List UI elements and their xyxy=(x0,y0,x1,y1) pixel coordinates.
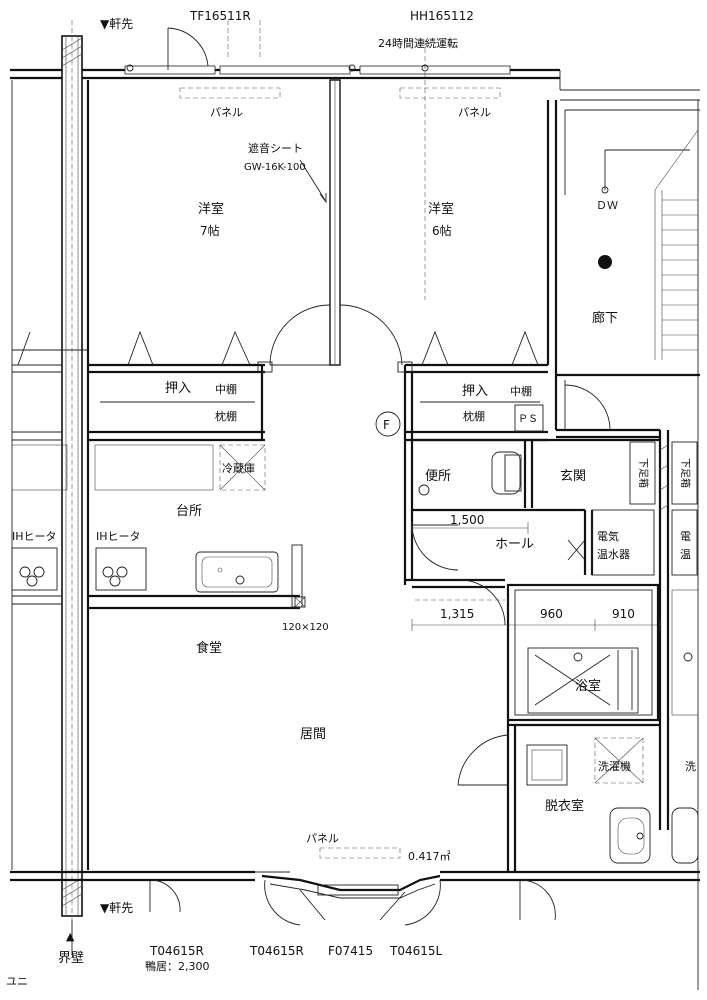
soundproof-sheet-label: 遮音シート xyxy=(248,141,303,155)
f-mark-label: F xyxy=(383,418,390,432)
western-room-2-label: 洋室 xyxy=(428,201,454,217)
toilet-label: 便所 xyxy=(425,469,451,484)
bedroom-doors xyxy=(257,304,413,373)
corridor-label: 廊下 xyxy=(592,310,618,326)
dining-label: 食堂 xyxy=(196,640,222,656)
bedroom-partition xyxy=(329,79,558,430)
washer-label: 洗濯機 xyxy=(598,759,631,773)
dimension-910: 910 xyxy=(612,607,635,621)
hall-label: ホール xyxy=(495,537,534,552)
closet-1-label: 押入 xyxy=(165,381,191,396)
lintel-height-label: 鴨居：2,300 xyxy=(145,959,210,973)
window-code-bottom-3: F07415 xyxy=(328,944,373,958)
window-code-bottom-2: T04615R xyxy=(249,944,304,958)
bathroom-label: 浴室 xyxy=(575,678,601,694)
area-label: 0.417㎡ xyxy=(408,850,451,863)
water-heater-label-1: 電気 xyxy=(597,529,619,543)
closet-1-pillow-shelf: 枕棚 xyxy=(215,409,237,423)
ih-heater-2-label: IHヒータ xyxy=(96,530,141,543)
ventilation-label: 24時間連続運転 xyxy=(378,36,458,50)
downlight-icon xyxy=(598,255,612,269)
dw-label: ＤＷ xyxy=(596,199,618,212)
window-code-top-left: TF16511R xyxy=(189,9,251,23)
western-room-1-size: 7帖 xyxy=(200,223,220,238)
entrance-label: 玄関 xyxy=(560,469,586,484)
closet-1-mid-shelf: 中棚 xyxy=(215,382,237,396)
ih-heater-1-label: IHヒータ xyxy=(12,530,57,543)
dimension-1315: 1,315 xyxy=(440,607,474,621)
water-heater-right-label-2: 温 xyxy=(680,548,691,561)
bathroom xyxy=(506,583,699,722)
water-heater-label-2: 温水器 xyxy=(597,548,630,561)
kitchen-fixtures xyxy=(11,444,306,610)
party-wall-label: 界壁 xyxy=(58,951,84,966)
water-heater-right-label-1: 電 xyxy=(680,530,691,543)
left-apartment xyxy=(12,364,62,441)
western-room-1-label: 洋室 xyxy=(198,201,224,217)
window-code-bottom-4: T04615L xyxy=(389,944,443,958)
party-wall-arrow: ▲ xyxy=(66,930,75,943)
closet-2-label: 押入 xyxy=(462,384,488,399)
toilet-area xyxy=(405,430,698,830)
dressing-room xyxy=(457,720,699,872)
eaves-bottom-label: ▼軒先 xyxy=(100,901,133,915)
corner-mark: ユニ xyxy=(6,975,28,988)
washer-right-label: 洗 xyxy=(685,760,696,773)
pillar-size-label: 120×120 xyxy=(282,622,329,633)
refrigerator-label: 冷蔵庫 xyxy=(222,461,255,475)
living-label: 居間 xyxy=(300,727,326,742)
kitchen-label: 台所 xyxy=(176,504,202,519)
closet-2-mid-shelf: 中棚 xyxy=(510,384,532,398)
bay-window xyxy=(149,871,556,926)
western-room-2-size: 6帖 xyxy=(432,223,452,238)
dimension-960: 960 xyxy=(540,607,563,621)
ps-label: ＰＳ xyxy=(518,414,538,425)
corridor-area xyxy=(556,109,700,439)
eaves-top-label: ▼軒先 xyxy=(100,17,133,31)
top-windows xyxy=(124,20,511,300)
shoe-box-1-label: 下足箱 xyxy=(637,458,650,488)
soundproof-code-label: GW-16K-100 xyxy=(244,162,306,173)
dimension-lines xyxy=(411,522,661,631)
entrance-door-top xyxy=(167,27,209,70)
window-code-top-right: HH165112 xyxy=(410,9,474,23)
closets xyxy=(12,330,548,585)
dressing-room-label: 脱衣室 xyxy=(545,798,584,814)
panel-label-bottom: パネル xyxy=(306,832,339,845)
f-marker xyxy=(375,411,401,437)
window-code-bottom-1: T04615R xyxy=(149,944,204,958)
panel-label-left: パネル xyxy=(210,106,243,119)
shoe-box-2-label: 下足箱 xyxy=(679,458,692,488)
dimension-1500: 1,500 xyxy=(450,513,484,527)
exterior-walls xyxy=(10,20,700,990)
closet-2-pillow-shelf: 枕棚 xyxy=(463,409,485,423)
panel-label-right: パネル xyxy=(458,106,491,119)
